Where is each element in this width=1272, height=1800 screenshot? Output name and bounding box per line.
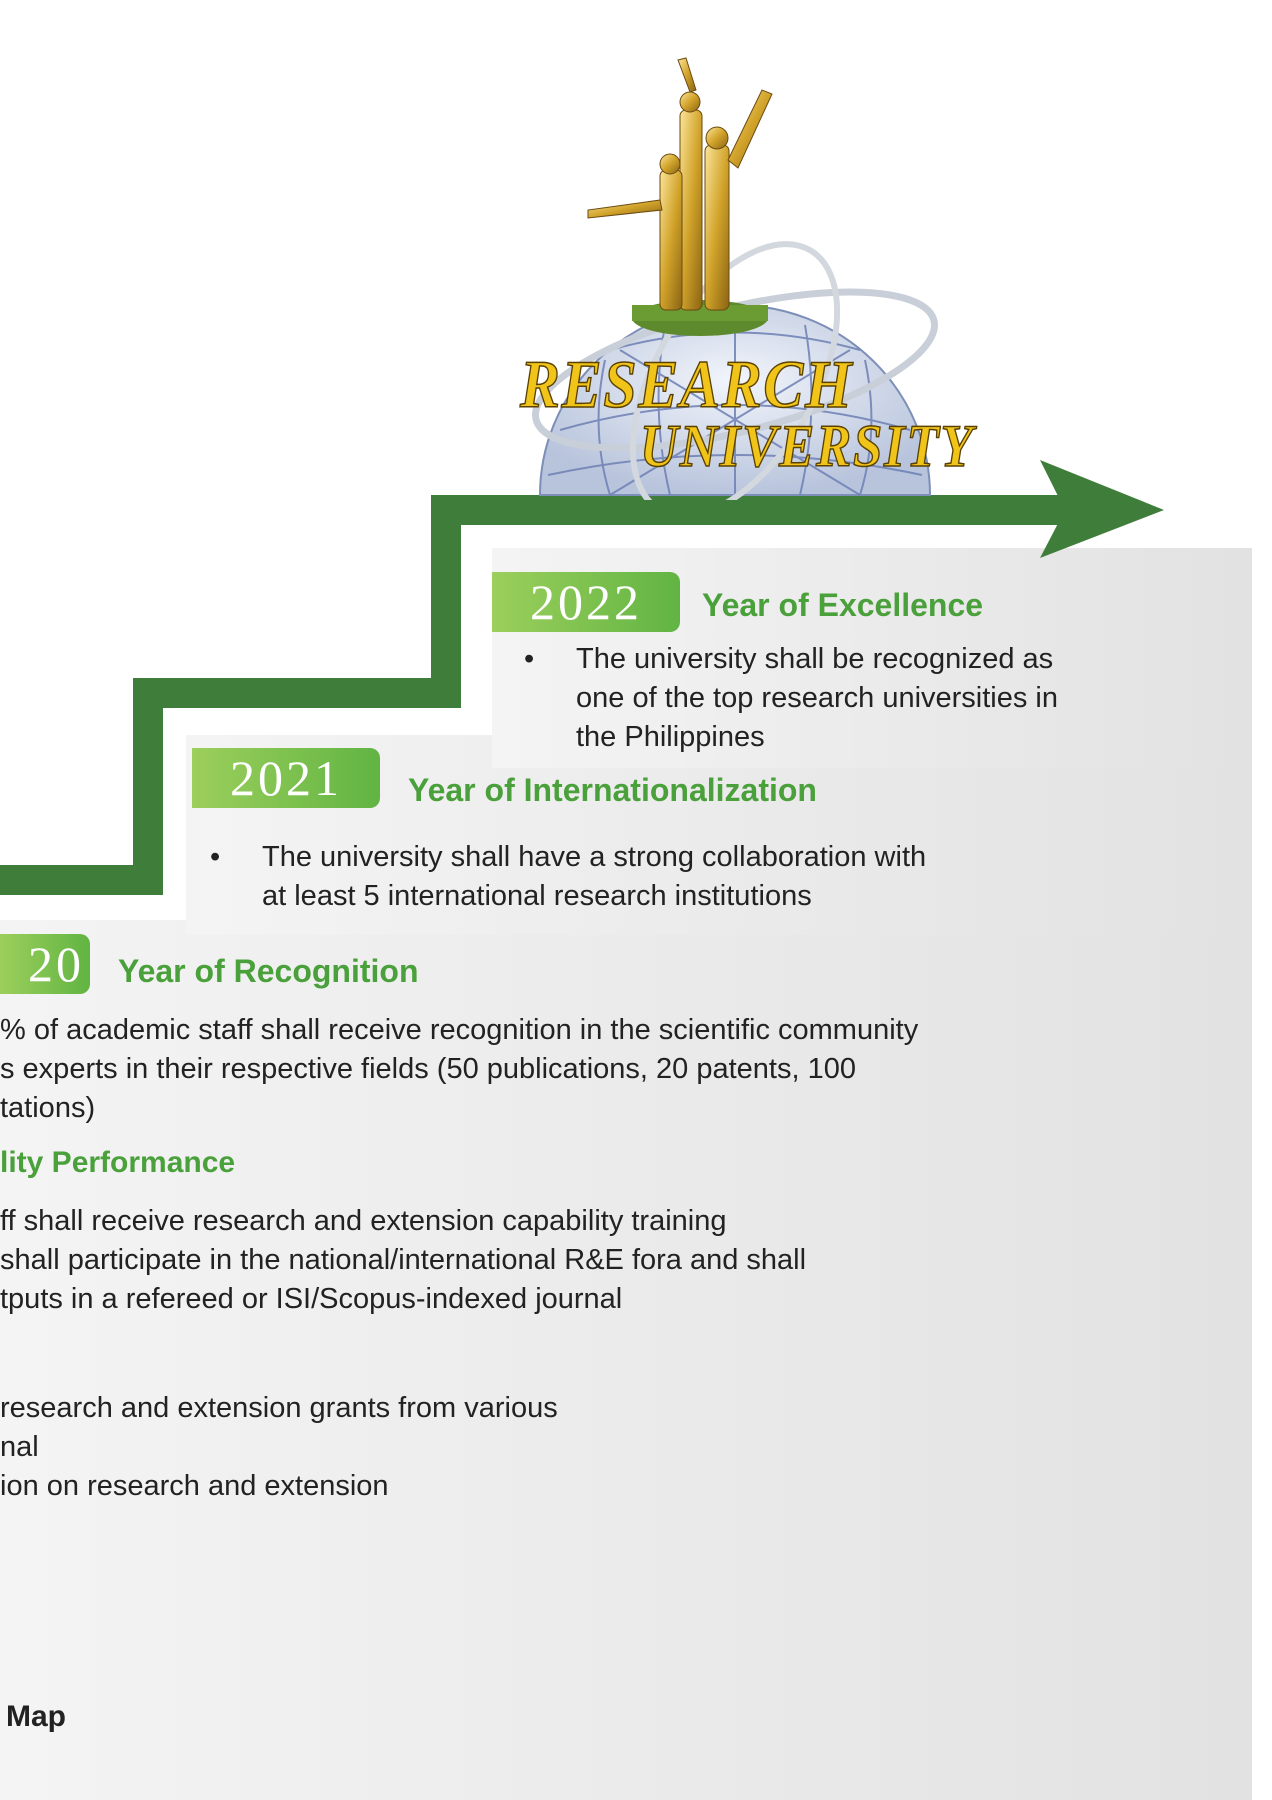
- text-line: % of academic staff shall receive recogn…: [0, 1014, 919, 1046]
- text-line: ion on research and extension: [0, 1470, 389, 1502]
- text-line: ff shall receive research and extension …: [0, 1205, 727, 1237]
- text-line: The university shall be recognized as: [576, 643, 1054, 675]
- research-university-emblem: [532, 57, 938, 500]
- year-badge-2021: 2021: [192, 748, 380, 808]
- text-line: research and extension grants from vario…: [0, 1392, 558, 1424]
- emblem-title-line1: RESEARCH: [519, 345, 854, 423]
- section-text-capability-performance: ff shall receive research and extension …: [0, 1202, 806, 1319]
- section-title-capability-performance: lity Performance: [0, 1146, 236, 1179]
- emblem-title-line2: UNIVERSITY: [639, 412, 975, 480]
- milestone-list-2022: The university shall be recognized as on…: [518, 640, 1058, 757]
- text-line: The university shall have a strong colla…: [262, 841, 927, 873]
- bullet-item: The university shall have a strong colla…: [204, 838, 926, 916]
- text-line: s experts in their respective fields (50…: [0, 1053, 856, 1085]
- text-line: the Philippines: [576, 721, 765, 753]
- milestone-list-2021: The university shall have a strong colla…: [204, 838, 926, 916]
- figure-caption: Map: [6, 1700, 66, 1733]
- text-line: tputs in a refereed or ISI/Scopus-indexe…: [0, 1283, 623, 1315]
- background-panel-2020: [0, 920, 1252, 1800]
- text-line: nal: [0, 1431, 39, 1463]
- section-text-grants: research and extension grants from vario…: [0, 1389, 558, 1506]
- milestone-title-2020: Year of Recognition: [118, 953, 419, 989]
- bullet-item: The university shall be recognized as on…: [518, 640, 1058, 757]
- year-badge-2020: 20: [0, 934, 90, 994]
- milestone-title-2021: Year of Internationalization: [408, 772, 817, 808]
- text-line: tations): [0, 1092, 96, 1124]
- milestone-text-2020: % of academic staff shall receive recogn…: [0, 1011, 918, 1128]
- text-line: one of the top research universities in: [576, 682, 1058, 714]
- year-badge-2022: 2022: [492, 572, 680, 632]
- text-line: at least 5 international research instit…: [262, 880, 812, 912]
- milestone-title-2022: Year of Excellence: [702, 587, 984, 623]
- text-line: shall participate in the national/intern…: [0, 1244, 807, 1276]
